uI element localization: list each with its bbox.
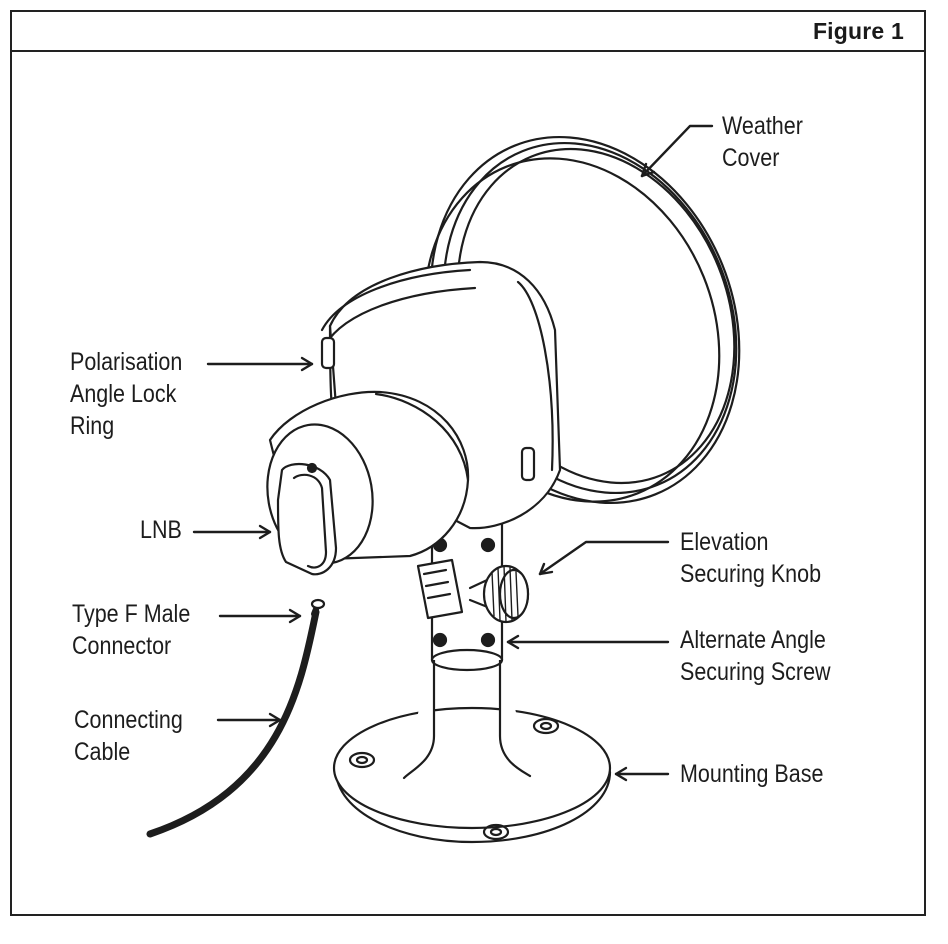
label-alternate-line1: Alternate Angle (680, 626, 826, 654)
label-polarisation-line2: Angle Lock (70, 380, 177, 408)
figure-title: Figure 1 (812, 18, 904, 44)
label-elevation-line1: Elevation (680, 528, 769, 556)
label-alternate-line2: Securing Screw (680, 658, 831, 686)
label-type-f-connector: Type F Male Connector (72, 598, 190, 662)
label-cable-line2: Cable (74, 738, 131, 766)
elevation-knob-shape (468, 564, 530, 624)
label-weather-cover-line2: Cover (722, 144, 780, 172)
connecting-cable-shape (146, 598, 326, 838)
label-lnb: LNB (140, 514, 182, 546)
label-mounting-base-line1: Mounting Base (680, 760, 824, 788)
label-polarisation-line3: Ring (70, 412, 115, 440)
mounting-base-shape (332, 706, 612, 844)
label-elevation-knob: Elevation Securing Knob (680, 526, 821, 590)
label-cable-line1: Connecting (74, 706, 183, 734)
label-type-f-line2: Connector (72, 632, 172, 660)
leader-arrows (192, 124, 714, 782)
label-alternate-screw: Alternate Angle Securing Screw (680, 624, 831, 688)
label-connecting-cable: Connecting Cable (74, 704, 183, 768)
label-type-f-line1: Type F Male (72, 600, 191, 628)
label-mounting-base: Mounting Base (680, 758, 823, 790)
label-weather-cover: Weather Cover (722, 110, 803, 174)
label-weather-cover-line1: Weather (722, 112, 803, 140)
label-polarisation-ring: Polarisation Angle Lock Ring (70, 346, 182, 442)
lnb-cap-shape (276, 462, 338, 576)
figure-frame (10, 10, 926, 916)
figure-header: Figure 1 (10, 10, 926, 52)
label-polarisation-line1: Polarisation (70, 348, 183, 376)
label-lnb-line1: LNB (140, 516, 182, 544)
label-elevation-line2: Securing Knob (680, 560, 822, 588)
